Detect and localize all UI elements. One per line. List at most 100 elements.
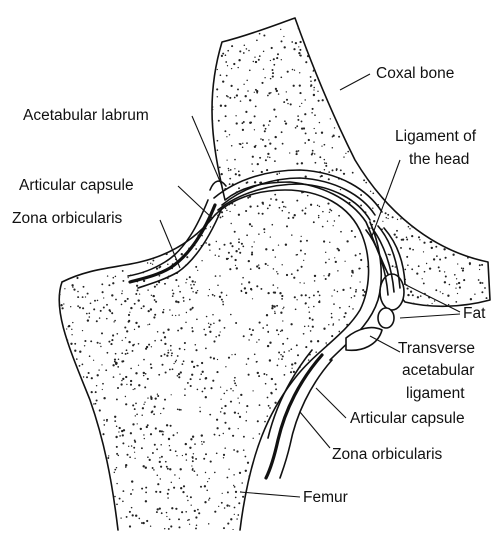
stipple-dot	[183, 300, 185, 302]
stipple-dot	[298, 150, 300, 152]
stipple-dot	[190, 308, 192, 310]
stipple-dot	[477, 171, 479, 173]
stipple-dot	[195, 516, 197, 518]
stipple-dot	[386, 130, 388, 132]
stipple-dot	[493, 47, 495, 49]
stipple-dot	[150, 526, 151, 527]
stipple-dot	[189, 299, 191, 301]
stipple-dot	[173, 231, 175, 233]
stipple-dot	[477, 257, 478, 258]
stipple-dot	[106, 490, 107, 491]
stipple-dot	[467, 194, 468, 195]
stipple-dot	[287, 475, 289, 477]
stipple-dot	[464, 223, 465, 224]
stipple-dot	[249, 122, 251, 124]
stipple-dot	[258, 23, 260, 25]
stipple-dot	[82, 269, 84, 271]
stipple-dot	[273, 497, 275, 499]
stipple-dot	[434, 300, 435, 301]
stipple-dot	[311, 482, 313, 484]
stipple-dot	[284, 374, 286, 376]
stipple-dot	[294, 362, 296, 364]
stipple-dot	[325, 252, 326, 253]
stipple-dot	[51, 483, 53, 485]
stipple-dot	[317, 43, 318, 44]
stipple-dot	[159, 457, 160, 458]
stipple-dot	[280, 481, 282, 483]
stipple-dot	[180, 327, 182, 329]
stipple-dot	[256, 285, 258, 287]
stipple-dot	[196, 365, 198, 367]
stipple-dot	[310, 76, 312, 78]
stipple-dot	[372, 268, 374, 270]
stipple-dot	[55, 462, 57, 464]
stipple-dot	[325, 354, 327, 356]
stipple-dot	[208, 523, 209, 524]
stipple-dot	[365, 358, 367, 360]
stipple-dot	[320, 377, 322, 379]
stipple-dot	[57, 324, 58, 325]
stipple-dot	[243, 121, 245, 123]
stipple-dot	[139, 518, 141, 520]
stipple-dot	[360, 520, 362, 522]
stipple-dot	[267, 153, 269, 155]
stipple-dot	[114, 420, 116, 422]
stipple-dot	[202, 391, 204, 393]
stipple-dot	[172, 205, 174, 207]
stipple-dot	[166, 424, 168, 426]
stipple-dot	[179, 222, 180, 223]
stipple-dot	[442, 99, 444, 101]
stipple-dot	[310, 330, 312, 332]
stipple-dot	[143, 305, 145, 307]
stipple-dot	[64, 288, 65, 289]
stipple-dot	[264, 130, 266, 132]
stipple-dot	[120, 383, 122, 385]
stipple-dot	[451, 19, 452, 20]
stipple-dot	[184, 229, 186, 231]
stipple-dot	[79, 494, 81, 496]
stipple-dot	[212, 294, 214, 296]
stipple-dot	[277, 273, 279, 275]
stipple-dot	[450, 202, 452, 204]
stipple-dot	[376, 137, 377, 138]
stipple-dot	[348, 436, 349, 437]
stipple-dot	[273, 305, 275, 307]
stipple-dot	[236, 518, 238, 520]
stipple-dot	[318, 215, 319, 216]
stipple-dot	[164, 399, 166, 401]
stipple-dot	[372, 496, 373, 497]
stipple-dot	[342, 289, 344, 291]
stipple-dot	[281, 528, 282, 529]
stipple-dot	[54, 285, 56, 287]
stipple-dot	[489, 205, 491, 207]
stipple-dot	[480, 257, 482, 259]
stipple-dot	[297, 254, 299, 256]
stipple-dot	[331, 316, 333, 318]
stipple-dot	[475, 197, 476, 198]
stipple-dot	[296, 163, 298, 165]
stipple-dot	[64, 403, 65, 404]
stipple-dot	[479, 32, 481, 34]
stipple-dot	[357, 379, 358, 380]
stipple-dot	[196, 474, 198, 476]
stipple-dot	[415, 169, 417, 171]
stipple-dot	[63, 303, 64, 304]
stipple-dot	[295, 409, 297, 411]
stipple-dot	[436, 107, 438, 109]
stipple-dot	[160, 444, 162, 446]
stipple-dot	[93, 444, 94, 445]
stipple-dot	[313, 294, 315, 296]
stipple-dot	[65, 343, 67, 345]
stipple-dot	[258, 512, 260, 514]
stipple-dot	[223, 454, 225, 456]
stipple-dot	[403, 94, 404, 95]
stipple-dot	[431, 185, 432, 186]
stipple-dot	[130, 493, 132, 495]
stipple-dot	[229, 97, 231, 99]
stipple-dot	[328, 193, 330, 195]
stipple-dot	[368, 251, 370, 253]
stipple-dot	[62, 271, 64, 273]
stipple-dot	[380, 33, 382, 35]
stipple-dot	[332, 324, 333, 325]
stipple-dot	[111, 294, 113, 296]
